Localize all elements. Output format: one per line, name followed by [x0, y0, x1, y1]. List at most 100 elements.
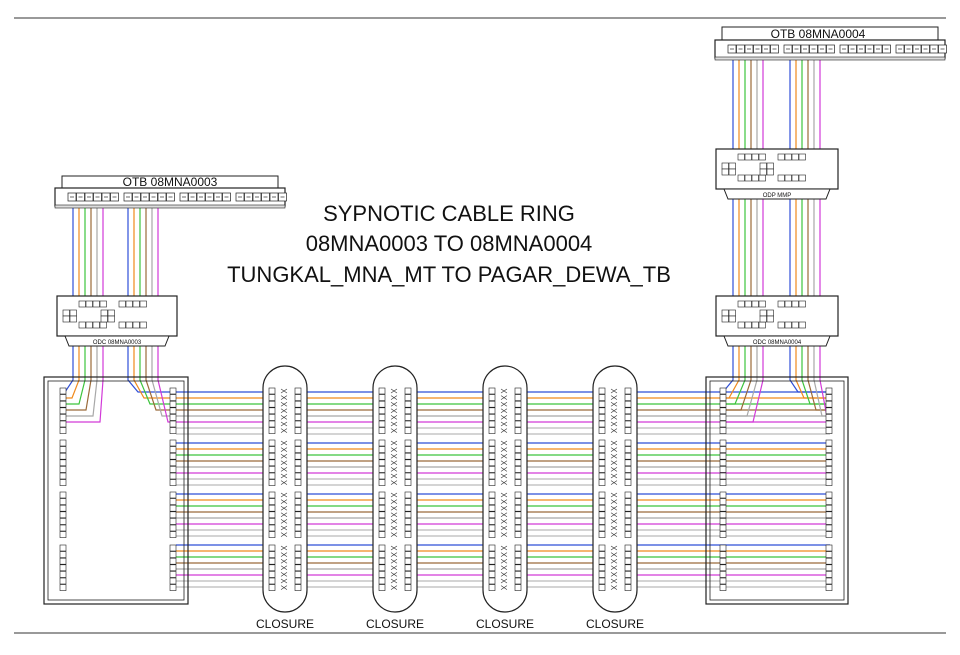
splice-mark	[390, 467, 398, 472]
closure-port	[378, 584, 386, 591]
closure-port	[378, 557, 386, 565]
splice-mark	[280, 572, 288, 577]
closure-port	[488, 420, 496, 428]
closure-port	[268, 571, 276, 578]
cabinet-port	[766, 309, 774, 317]
splice-mark	[390, 572, 398, 577]
splice-mark	[610, 525, 618, 531]
strip-port	[825, 459, 833, 467]
fiber-cables	[63, 58, 830, 588]
splice-mark	[280, 467, 288, 472]
strip-port	[169, 551, 177, 558]
closure-port	[294, 420, 302, 428]
strip-port	[825, 544, 833, 552]
closure-port	[404, 498, 412, 505]
splice-mark	[500, 428, 508, 433]
closure-port	[598, 394, 606, 401]
closure-label-1: CLOSURE	[256, 617, 314, 631]
strip-port	[169, 472, 177, 480]
splice-mark	[390, 395, 398, 400]
strip-port	[825, 491, 833, 499]
splice-mark	[390, 545, 398, 551]
closure-port	[404, 531, 412, 538]
cabinet-port	[744, 153, 752, 161]
closure-port	[404, 407, 412, 415]
closure-port	[378, 452, 386, 460]
closure-port	[294, 531, 302, 538]
closure-port	[624, 427, 632, 434]
closure-port	[624, 420, 632, 428]
splice-mark	[610, 395, 618, 400]
splice-mark	[500, 473, 508, 479]
strip-port	[719, 557, 727, 565]
splice-mark	[280, 585, 288, 590]
closure-port	[268, 504, 276, 512]
closure-port	[488, 407, 496, 415]
closure-port	[488, 518, 496, 525]
strip-port	[169, 452, 177, 460]
strip-port	[719, 491, 727, 499]
cabinet-port	[69, 309, 77, 317]
strip-port	[719, 459, 727, 467]
strip-port	[719, 446, 727, 453]
cabinet-port	[784, 300, 792, 308]
closure-port	[378, 571, 386, 578]
closure-port	[404, 491, 412, 499]
strip-port	[169, 544, 177, 552]
closure-port	[598, 531, 606, 538]
splice-mark	[500, 519, 508, 524]
cabinet-port	[107, 309, 115, 317]
strip-port	[59, 571, 67, 578]
strip-port	[719, 498, 727, 505]
cabinet-port	[777, 174, 785, 182]
closure-port	[294, 439, 302, 447]
closure-port	[624, 571, 632, 578]
closure-port	[598, 387, 606, 395]
closure-port	[294, 491, 302, 499]
closure-port	[624, 557, 632, 565]
cabinet-port	[132, 321, 140, 329]
splice-mark	[280, 415, 288, 420]
strip-port	[825, 564, 833, 572]
strip-port	[59, 504, 67, 512]
closure-port	[514, 584, 522, 591]
strip-port	[719, 571, 727, 578]
closure-port	[598, 584, 606, 591]
closure-port	[514, 439, 522, 447]
cabinet-port	[62, 315, 70, 323]
splice-mark	[390, 512, 398, 518]
closure-port	[514, 414, 522, 421]
splice-mark	[610, 578, 618, 584]
cabinet-port	[728, 168, 736, 176]
splice-mark	[390, 428, 398, 433]
strip-port	[825, 407, 833, 415]
closures-group	[262, 365, 638, 613]
right-terminal-frame	[705, 376, 849, 605]
splice-mark	[610, 421, 618, 427]
splice-mark	[500, 572, 508, 577]
closure-port	[514, 511, 522, 519]
cabinet-port	[62, 309, 70, 317]
splice-mark	[500, 401, 508, 407]
strip-port	[825, 511, 833, 519]
cable-line	[720, 58, 740, 399]
closure-port	[598, 511, 606, 519]
cable-line	[789, 58, 830, 393]
splice-mark	[280, 505, 288, 511]
splice-mark	[610, 408, 618, 414]
splice-mark	[390, 578, 398, 584]
strip-port	[719, 452, 727, 460]
cabinet-port	[728, 315, 736, 323]
strip-port	[719, 504, 727, 512]
closure-port	[514, 577, 522, 585]
strip-port	[169, 584, 177, 591]
strip-port	[825, 524, 833, 532]
splice-mark	[610, 552, 618, 557]
closure-port	[404, 452, 412, 460]
strip-port	[59, 446, 67, 453]
closure-port	[268, 459, 276, 467]
closure-port	[404, 420, 412, 428]
splice-mark	[280, 499, 288, 504]
closure-port	[378, 394, 386, 401]
closure-port	[514, 564, 522, 572]
